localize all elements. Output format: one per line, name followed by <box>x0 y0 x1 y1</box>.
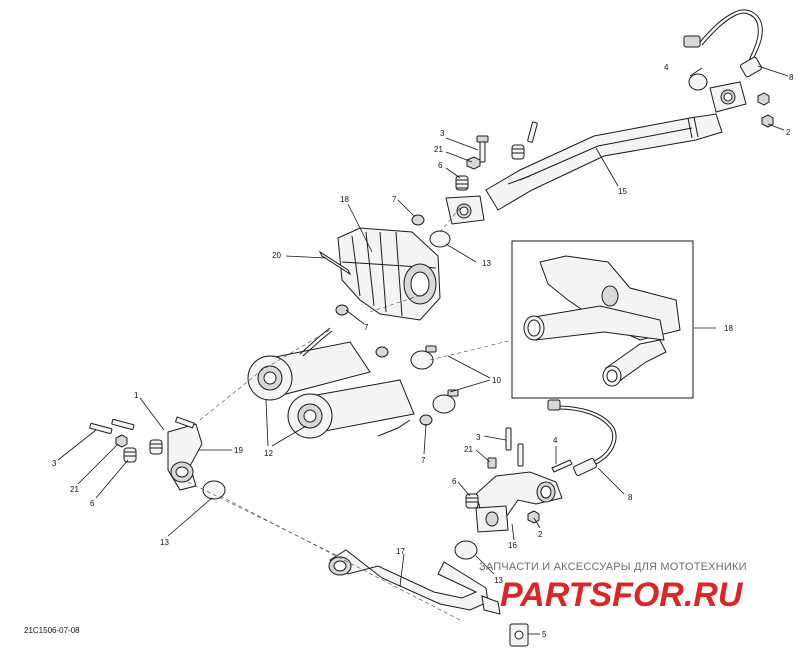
callout-13-lower: 13 <box>494 576 503 585</box>
callout-17: 17 <box>396 547 405 556</box>
callout-3-upper: 3 <box>440 129 445 138</box>
callout-4-lower: 4 <box>553 436 558 445</box>
washer-lower-left <box>115 434 128 448</box>
callout-10: 10 <box>492 376 501 385</box>
muffler-upper <box>247 327 371 401</box>
bracket-5 <box>509 623 529 647</box>
callout-13-lower-left: 13 <box>160 538 169 547</box>
callout-16: 16 <box>508 541 517 550</box>
callout-18-main: 18 <box>340 195 349 204</box>
callout-21-upper: 21 <box>434 145 443 154</box>
flange-lower-mid <box>475 505 509 533</box>
detail-box <box>511 240 694 399</box>
spring-lower-left <box>123 439 163 463</box>
watermark-brand: PARTSFOR.RU <box>500 576 744 614</box>
callout-18-detail: 18 <box>724 324 733 333</box>
nut-upper-b <box>761 114 774 128</box>
gasket-13-lower-left <box>202 480 226 500</box>
nut-upper-a <box>757 92 770 106</box>
callout-labels: 8 4 2 3 21 6 7 15 18 20 13 7 18 10 1 19 … <box>52 63 794 639</box>
muffler-lower <box>287 379 415 439</box>
watermark: ЗАПЧАСТИ И АКСЕССУАРЫ ДЛЯ МОТОТЕХНИКИ PA… <box>479 561 747 614</box>
callout-7-lower: 7 <box>421 456 426 465</box>
assembly-guide-lines <box>187 207 513 621</box>
callout-2-upper: 2 <box>786 128 791 137</box>
gasket-upper <box>688 73 708 91</box>
callout-21-lower-left: 21 <box>70 485 79 494</box>
oxygen-sensor-lower <box>547 399 617 477</box>
watermark-tagline: ЗАПЧАСТИ И АКСЕССУАРЫ ДЛЯ МОТОТЕХНИКИ <box>479 561 747 573</box>
spring-upper <box>455 144 525 191</box>
flange-19 <box>167 416 203 491</box>
callout-4-upper: 4 <box>664 63 669 72</box>
callout-3-lower-left: 3 <box>52 459 57 468</box>
gasket-13-upper <box>429 230 451 248</box>
callout-5: 5 <box>542 630 547 639</box>
callout-leader-lines <box>57 65 789 635</box>
callout-8-upper: 8 <box>789 73 794 82</box>
callout-20: 20 <box>272 251 281 260</box>
callout-13-upper: 13 <box>482 259 491 268</box>
oxygen-sensor-upper <box>683 9 763 78</box>
callout-7-upper: 7 <box>392 195 397 204</box>
drawing-reference-code: 21C1506-07-08 <box>24 626 80 635</box>
washer-upper <box>466 156 481 170</box>
pipe-flange-upper <box>709 81 747 113</box>
spacer-mid-c <box>419 414 433 426</box>
stud-bolts-lower <box>487 427 524 469</box>
clamp-upper <box>410 345 437 370</box>
spring-lower-mid <box>465 493 479 509</box>
callout-19: 19 <box>234 446 243 455</box>
gasket-4-lower <box>551 459 573 473</box>
clamp-lower <box>432 389 459 414</box>
header-pipe-17 <box>328 549 501 615</box>
spacer-upper <box>411 214 425 226</box>
gasket-13-lower <box>454 540 478 560</box>
callout-15: 15 <box>618 187 627 196</box>
bracket-20 <box>318 250 352 276</box>
callout-6-upper: 6 <box>438 161 443 170</box>
header-pipe-15 <box>485 113 723 211</box>
callout-6-lower: 6 <box>452 477 457 486</box>
callout-6-lower-left: 6 <box>90 499 95 508</box>
spacer-mid-b <box>375 346 389 358</box>
nut-lower-mid <box>527 510 540 524</box>
callout-12: 12 <box>264 449 273 458</box>
spacer-mid-a <box>335 304 349 316</box>
stud-bolt-upper <box>476 121 538 163</box>
bolt-lower-left <box>89 418 135 435</box>
callout-7-mid: 7 <box>364 323 369 332</box>
callout-3-lower: 3 <box>476 433 481 442</box>
callout-8-lower: 8 <box>628 493 633 502</box>
callout-21-lower: 21 <box>464 445 473 454</box>
catalytic-converter-18 <box>337 227 441 321</box>
callout-1: 1 <box>134 391 139 400</box>
pipe-flange-left <box>445 195 485 225</box>
callout-2-lower: 2 <box>538 530 543 539</box>
